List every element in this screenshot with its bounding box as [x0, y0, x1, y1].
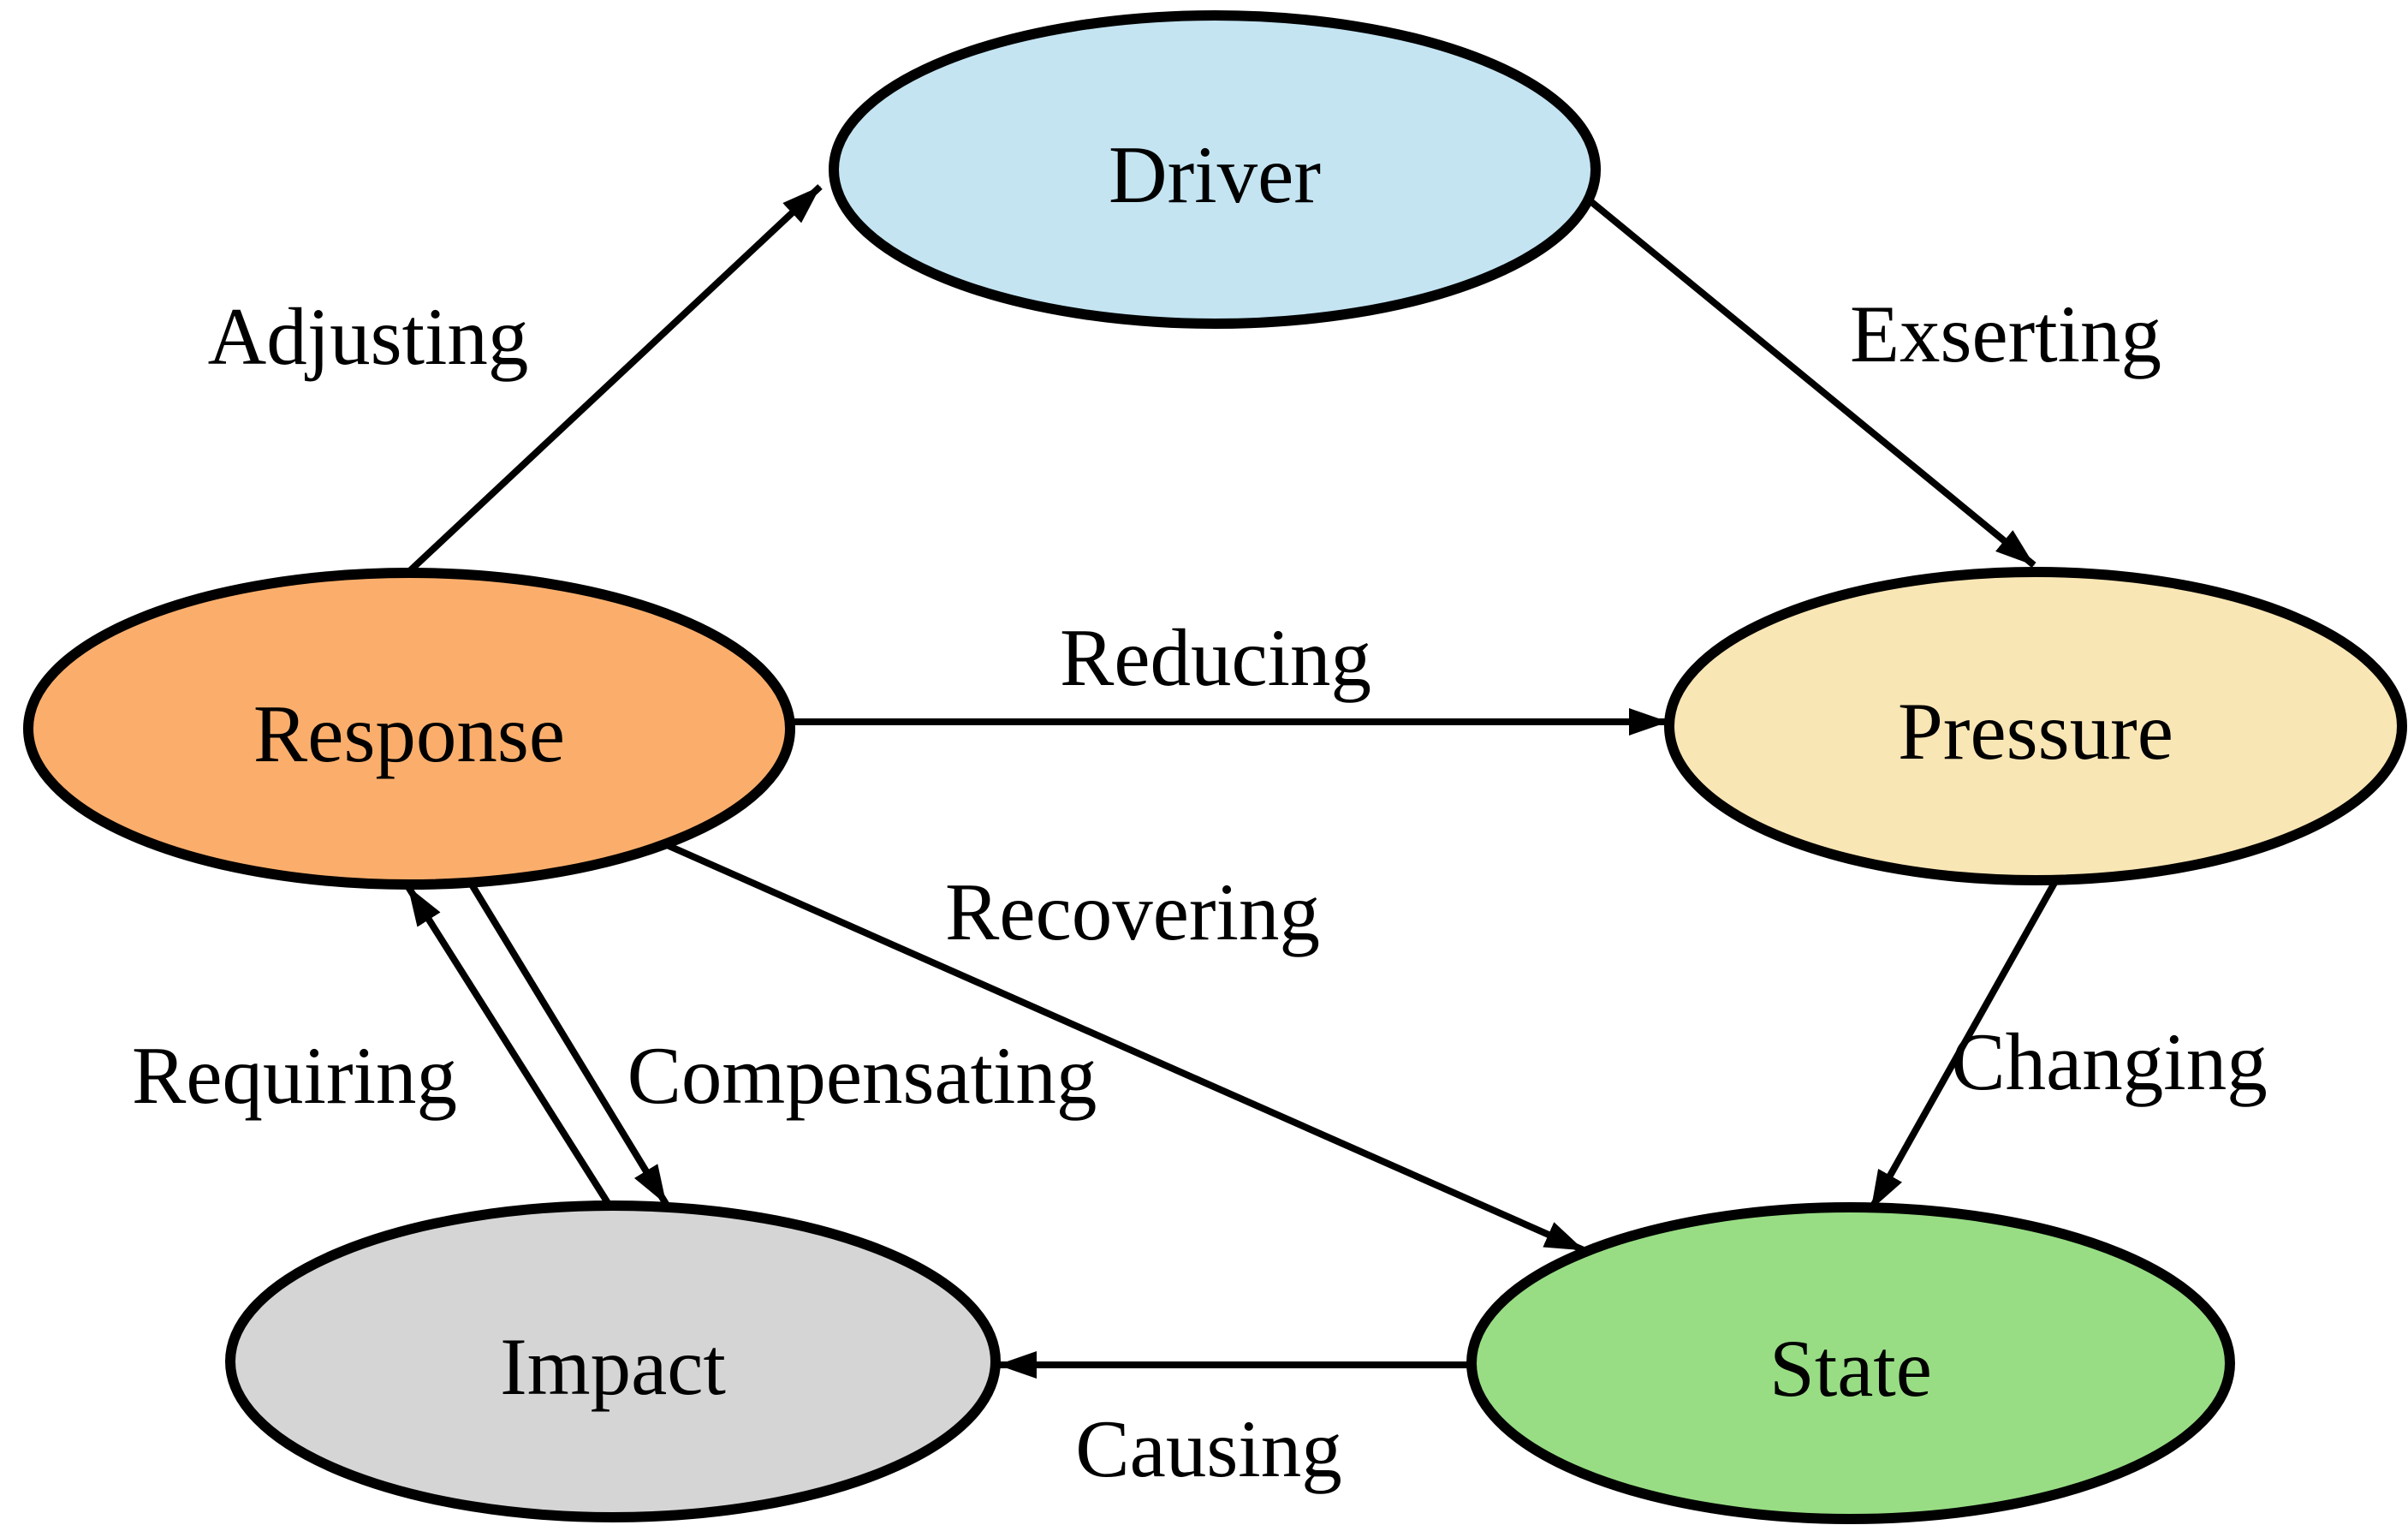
node-driver-ellipse: [829, 10, 1601, 329]
edge-requiring-label: Requiring: [132, 1030, 457, 1121]
edge-changing-label: Changing: [1951, 1016, 2267, 1107]
edge-exserting-label: Exserting: [1850, 289, 2161, 379]
node-state-ellipse: [1466, 1202, 2235, 1524]
edge-compensating-arrow: [466, 878, 669, 1206]
edges-layer: [401, 184, 2061, 1379]
node-pressure-label: Pressure: [1898, 686, 2173, 777]
edge-compensating-label: Compensating: [627, 1030, 1097, 1121]
edge-adjusting-arrow: [401, 184, 823, 580]
edge-recovering-arrow: [663, 841, 1585, 1254]
node-state-label: State: [1769, 1323, 1932, 1414]
node-pressure-ellipse: [1664, 567, 2407, 885]
nodes-layer: [23, 10, 2407, 1524]
edge-changing-arrow: [1868, 875, 2061, 1211]
edge-requiring-arrow: [405, 885, 613, 1208]
node-impact-label: Impact: [500, 1321, 726, 1412]
edge-causing-label: Causing: [1075, 1403, 1341, 1494]
node-driver-label: Driver: [1109, 129, 1321, 220]
edge-reducing-label: Reducing: [1060, 612, 1371, 703]
node-response-label: Response: [253, 688, 565, 779]
node-impact-ellipse: [225, 1200, 1001, 1522]
edge-exserting-arrow: [1583, 194, 2036, 569]
node-response-ellipse: [23, 568, 795, 890]
edge-adjusting-label: Adjusting: [208, 291, 529, 382]
edge-recovering-label: Recovering: [945, 867, 1320, 957]
